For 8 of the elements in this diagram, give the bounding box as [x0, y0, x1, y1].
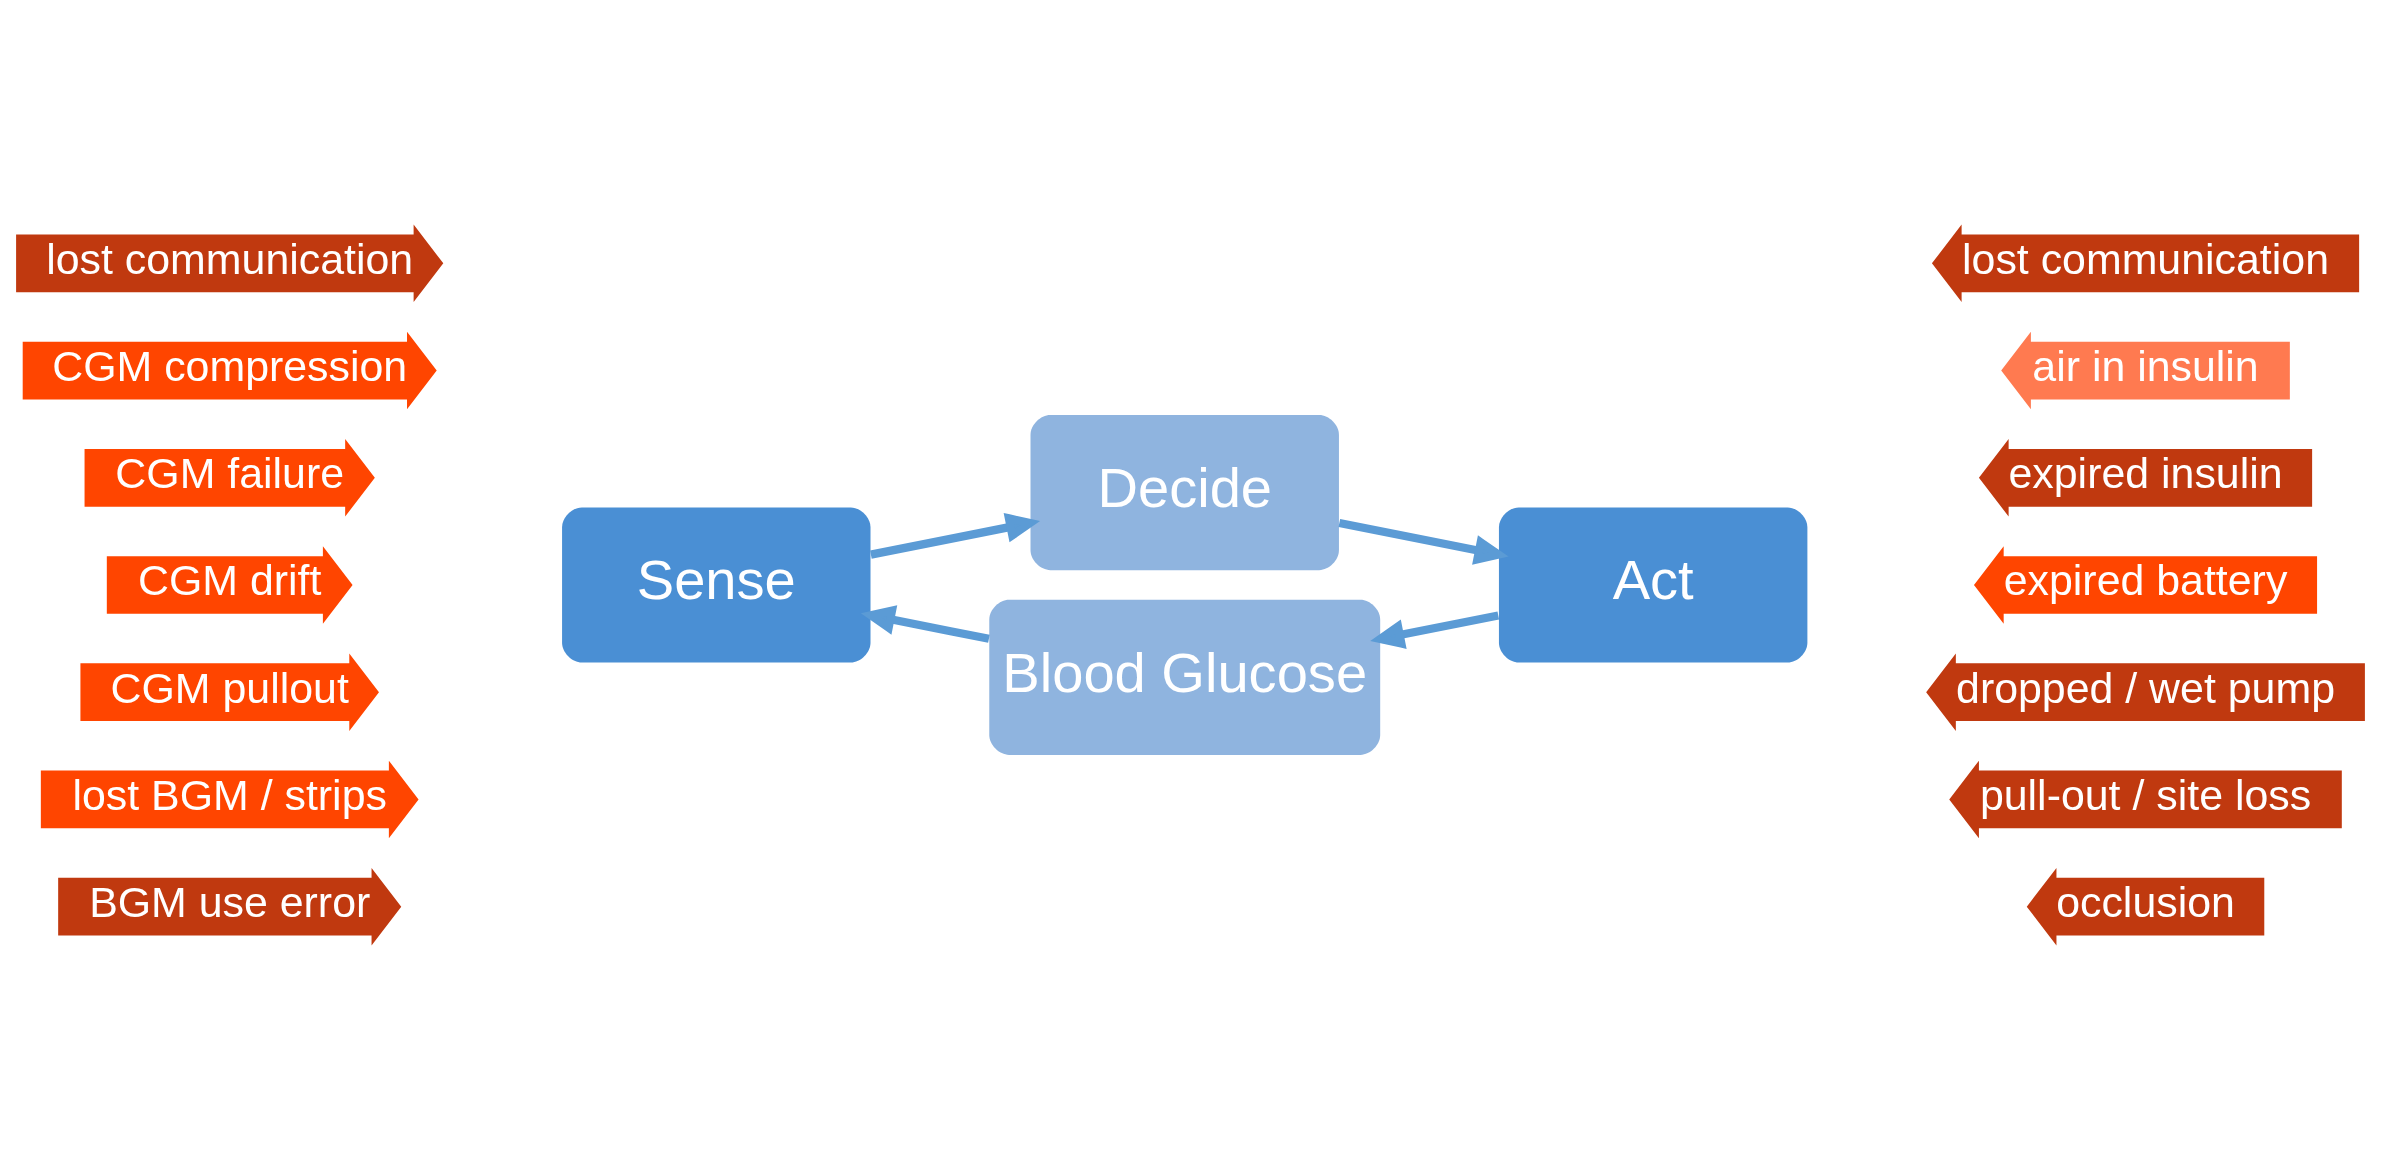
node-box: Blood Glucose	[989, 599, 1381, 755]
node-box: Act	[1498, 507, 1808, 663]
arrow	[1370, 611, 1500, 649]
arrow	[870, 513, 1041, 559]
node-box: Sense	[562, 507, 871, 663]
arrow	[1338, 518, 1509, 565]
arrow	[860, 605, 990, 643]
node-box: Decide	[1030, 415, 1339, 571]
